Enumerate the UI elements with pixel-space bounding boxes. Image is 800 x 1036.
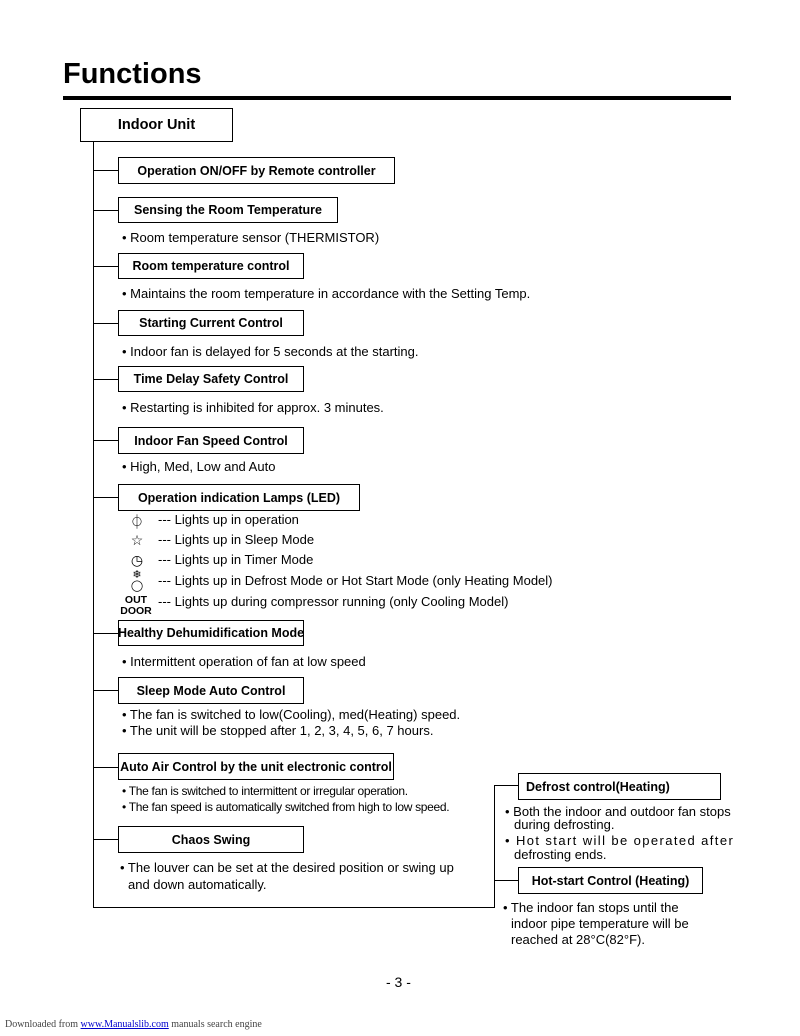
right-trunk-line [494,785,495,908]
page-number: - 3 - [386,974,411,990]
hot-start-desc-3: reached at 28°C(82°F). [511,932,645,947]
connector [93,266,118,267]
dehumidification-label: Healthy Dehumidification Mode [117,626,305,640]
fan-speed-label: Indoor Fan Speed Control [134,433,288,448]
auto-air-desc-2: • The fan speed is automatically switche… [122,800,450,814]
defrost-label: Defrost control(Heating) [526,779,670,794]
defrost-desc-1b: during defrosting. [514,817,615,832]
defrost-desc-2b: defrosting ends. [514,847,607,862]
connector [93,690,118,691]
connector [93,170,118,171]
sensing-temp-desc: • Room temperature sensor (THERMISTOR) [122,230,380,245]
defrost-desc-1a: • Both the indoor and outdoor fan stops [505,804,731,819]
room-temp-control-box: Room temperature control [118,253,304,279]
led-label: Operation indication Lamps (LED) [137,490,341,505]
room-temp-control-label: Room temperature control [132,259,290,273]
hot-start-desc-2: indoor pipe temperature will be [511,916,689,931]
sleep-mode-desc-1: • The fan is switched to low(Cooling), m… [122,707,461,722]
chaos-swing-desc-2: and down automatically. [128,877,267,892]
sleep-mode-label: Sleep Mode Auto Control [136,683,286,698]
defrost-box: Defrost control(Heating) [518,773,721,800]
fan-speed-box: Indoor Fan Speed Control [118,427,304,454]
connector [93,633,118,634]
defrost-hot-start-icon: ❄◯ [130,569,144,592]
connector [93,767,118,768]
fan-speed-desc: • High, Med, Low and Auto [122,459,276,474]
power-symbol-icon: ⏀ [130,514,144,530]
auto-air-box: Auto Air Control by the unit electronic … [118,753,394,780]
led-box: Operation indication Lamps (LED) [118,484,360,511]
chaos-swing-desc-1: • The louver can be set at the desired p… [120,860,454,875]
led-item-text: --- Lights up during compressor running … [158,594,509,609]
connector [93,323,118,324]
footer-prefix: Downloaded from [5,1019,79,1030]
time-delay-box: Time Delay Safety Control [118,366,304,392]
timer-clock-icon: ◷ [130,552,144,568]
auto-air-desc-1: • The fan is switched to intermittent or… [122,784,408,798]
indoor-unit-box: Indoor Unit [80,108,233,142]
time-delay-desc: • Restarting is inhibited for approx. 3 … [122,400,384,415]
operation-onoff-label: Operation ON/OFF by Remote controller [137,163,376,178]
footer-suffix: manuals search engine [171,1019,262,1030]
title-rule [63,96,731,100]
trunk-line [93,142,94,908]
room-temp-control-desc: • Maintains the room temperature in acco… [122,286,531,301]
footer-link[interactable]: www.Manualslib.com [80,1019,169,1030]
hot-start-box: Hot-start Control (Heating) [518,867,703,894]
hot-start-desc-1: • The indoor fan stops until the [503,900,679,915]
connector [93,440,118,441]
defrost-desc-2a: • Hot start will be operated after [505,833,735,848]
starting-current-desc: • Indoor fan is delayed for 5 seconds at… [122,344,419,359]
page-title: Functions [63,58,202,90]
footer: Downloaded from www.Manualslib.com manua… [5,1019,262,1030]
connector [93,379,118,380]
starting-current-label: Starting Current Control [139,316,283,330]
dehumidification-box: Healthy Dehumidification Mode [118,620,304,646]
connector [93,839,118,840]
sleep-mode-desc-2: • The unit will be stopped after 1, 2, 3… [122,723,434,738]
operation-onoff-box: Operation ON/OFF by Remote controller [118,157,395,184]
led-item-text: --- Lights up in Timer Mode [158,552,314,567]
bottom-line [93,907,495,908]
connector [93,497,118,498]
led-item-text: --- Lights up in Defrost Mode or Hot Sta… [158,573,553,588]
chaos-swing-box: Chaos Swing [118,826,304,853]
led-item-text: --- Lights up in operation [158,512,299,527]
sensing-temp-label: Sensing the Room Temperature [134,203,322,217]
led-item-text: --- Lights up in Sleep Mode [158,532,315,547]
starting-current-box: Starting Current Control [118,310,304,336]
star-icon: ☆ [130,532,144,548]
sensing-temp-box: Sensing the Room Temperature [118,197,338,223]
hot-start-label: Hot-start Control (Heating) [531,873,690,888]
connector [494,785,518,786]
connector [494,880,518,881]
connector [93,210,118,211]
auto-air-label: Auto Air Control by the unit electronic … [120,759,392,774]
indoor-unit-label: Indoor Unit [117,117,196,133]
sleep-mode-box: Sleep Mode Auto Control [118,677,304,704]
chaos-swing-label: Chaos Swing [171,832,251,847]
time-delay-label: Time Delay Safety Control [133,372,289,386]
dehumidification-desc: • Intermittent operation of fan at low s… [122,654,366,669]
